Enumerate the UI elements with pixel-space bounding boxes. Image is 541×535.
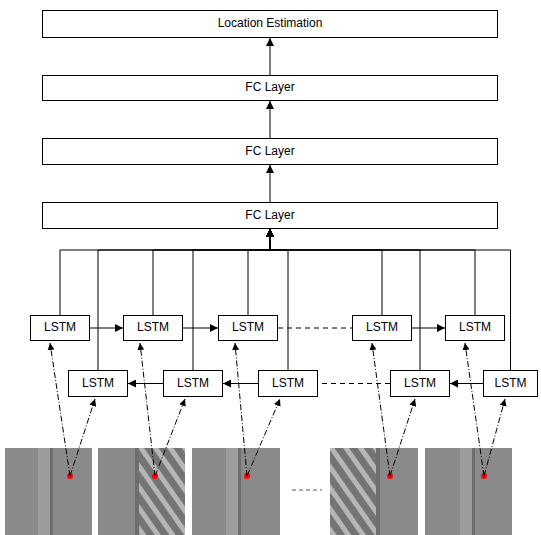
- layer-box: FC Layer: [42, 138, 498, 165]
- input-frame: [98, 448, 185, 535]
- flow-arrow: [270, 101, 271, 138]
- flow-arrow: [90, 328, 123, 329]
- flow-arrow: [412, 328, 445, 329]
- input-pointer: [484, 399, 505, 476]
- flow-arrow: [60, 229, 270, 315]
- box-label: LSTM: [82, 377, 114, 390]
- lstm-cell: LSTM: [483, 370, 538, 397]
- input-pointer: [390, 399, 415, 476]
- input-pointer: [50, 343, 70, 476]
- flow-arrow: [270, 229, 511, 370]
- input-pointer: [235, 343, 247, 476]
- box-label: FC Layer: [245, 145, 294, 158]
- input-pointers: [50, 343, 505, 476]
- flow-arrow: [270, 165, 271, 202]
- input-frame: [330, 448, 418, 535]
- box-label: LSTM: [232, 321, 264, 334]
- flow-arrow: [223, 383, 258, 384]
- box-label: FC Layer: [245, 209, 294, 222]
- flow-arrow: [270, 229, 382, 315]
- input-frame: [192, 448, 280, 535]
- layer-box: FC Layer: [42, 75, 498, 101]
- box-label: Location Estimation: [218, 17, 323, 30]
- input-frame: [425, 448, 512, 535]
- lstm-cell: LSTM: [390, 370, 450, 397]
- flow-arrow: [270, 38, 271, 75]
- input-pointer: [465, 343, 484, 476]
- ellipsis-connector: [278, 328, 352, 329]
- flow-arrow: [98, 229, 270, 370]
- flow-arrow: [128, 383, 163, 384]
- input-pointer: [140, 343, 155, 476]
- lstm-cell: LSTM: [30, 315, 90, 341]
- lstm-cell: LSTM: [163, 370, 223, 397]
- flow-arrow: [193, 229, 270, 370]
- box-label: FC Layer: [245, 81, 294, 94]
- lstm-cell: LSTM: [445, 315, 505, 341]
- box-label: LSTM: [177, 377, 209, 390]
- ellipsis-dash: [292, 490, 322, 491]
- lstm-cell: LSTM: [123, 315, 183, 341]
- input-pointer: [247, 399, 280, 476]
- flow-arrow: [270, 229, 475, 315]
- flow-arrow: [248, 229, 270, 315]
- layer-box: FC Layer: [42, 202, 498, 229]
- flow-arrow: [450, 383, 483, 384]
- input-pointer: [70, 399, 95, 476]
- box-label: LSTM: [404, 377, 436, 390]
- box-label: LSTM: [137, 321, 169, 334]
- ellipsis-connector: [318, 383, 390, 384]
- box-label: LSTM: [44, 321, 76, 334]
- lstm-cell: LSTM: [218, 315, 278, 341]
- box-label: LSTM: [459, 321, 491, 334]
- layer-box: Location Estimation: [42, 10, 498, 38]
- box-label: LSTM: [366, 321, 398, 334]
- input-pointer: [155, 399, 185, 476]
- input-frame: [5, 448, 92, 535]
- flow-arrow: [153, 229, 270, 315]
- lstm-cell: LSTM: [352, 315, 412, 341]
- box-label: LSTM: [494, 377, 526, 390]
- flow-arrow: [183, 328, 218, 329]
- lstm-cell: LSTM: [258, 370, 318, 397]
- box-label: LSTM: [272, 377, 304, 390]
- input-pointer: [372, 343, 390, 476]
- lstm-cell: LSTM: [68, 370, 128, 397]
